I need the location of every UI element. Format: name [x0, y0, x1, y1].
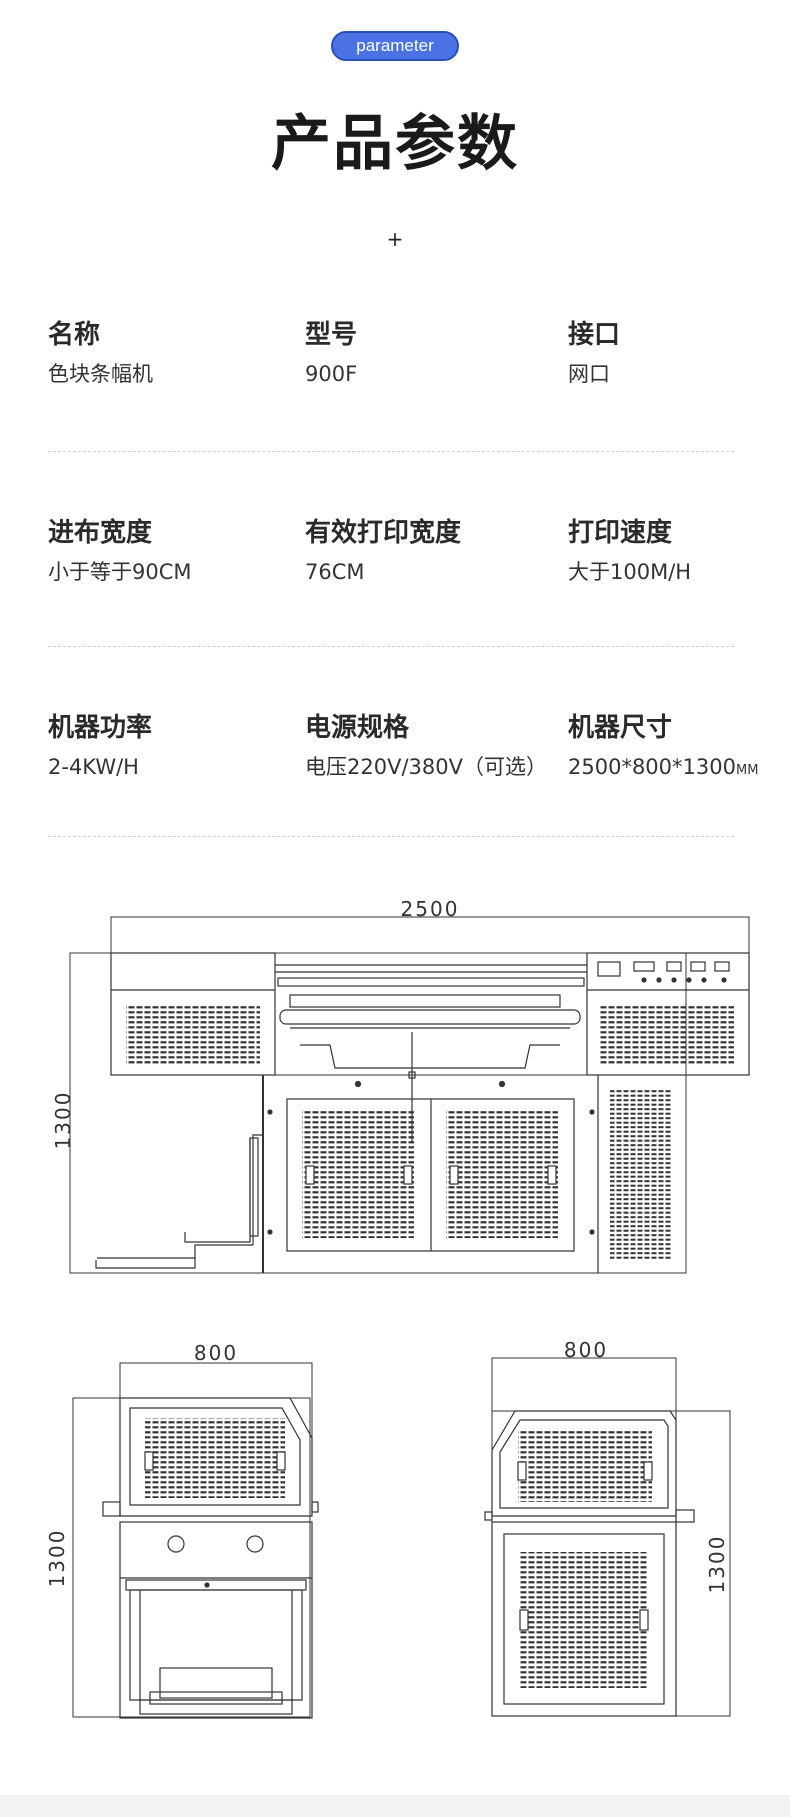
spec-size-value: 2500*800*1300 — [568, 755, 736, 779]
divider — [48, 646, 734, 647]
spec-label: 机器功率 — [48, 713, 153, 743]
spec-print-speed: 打印速度 大于100M/H — [568, 516, 691, 586]
spec-interface: 接口 网口 — [568, 318, 620, 388]
right-side-width-dim: 800 — [564, 1338, 608, 1362]
front-height-dim: 1300 — [51, 1091, 75, 1150]
page-title: 产品参数 — [271, 109, 519, 179]
spec-label: 电源规格 — [305, 713, 410, 743]
spec-feed-width: 进布宽度 小于等于90CM — [48, 516, 192, 586]
parameter-badge: parameter — [331, 31, 459, 61]
left-side-width-dim: 800 — [194, 1341, 238, 1365]
spec-label: 有效打印宽度 — [305, 518, 462, 548]
side-view-right-drawing — [484, 1357, 731, 1717]
spec-value: 2-4KW/H — [48, 755, 139, 779]
spec-power: 机器功率 2-4KW/H — [48, 711, 152, 781]
spec-label: 机器尺寸 — [568, 713, 673, 743]
side-view-left-drawing — [72, 1362, 319, 1719]
spec-model: 型号 900F — [305, 318, 357, 388]
spec-label: 接口 — [568, 320, 621, 350]
spec-machine-size: 机器尺寸 2500*800*1300MM — [568, 711, 758, 785]
right-side-height-dim: 1300 — [705, 1535, 729, 1594]
spec-label: 进布宽度 — [48, 518, 153, 548]
front-view-drawing — [69, 916, 750, 1274]
plus-icon: + — [386, 227, 404, 251]
spec-power-supply: 电源规格 电压220V/380V（可选） — [305, 711, 547, 781]
spec-value: 小于等于90CM — [48, 560, 192, 584]
spec-label: 打印速度 — [568, 518, 673, 548]
spec-size-unit: MM — [735, 763, 759, 778]
left-side-height-dim: 1300 — [45, 1529, 69, 1588]
spec-value: 2500*800*1300MM — [568, 753, 758, 785]
spec-value: 电压220V/380V（可选） — [305, 755, 547, 779]
divider — [48, 836, 734, 837]
divider — [48, 451, 734, 452]
spec-print-width: 有效打印宽度 76CM — [305, 516, 461, 586]
front-width-dim: 2500 — [401, 897, 460, 921]
footer-band — [0, 1795, 790, 1817]
spec-label: 名称 — [48, 320, 101, 350]
spec-name: 名称 色块条幅机 — [48, 318, 153, 388]
spec-value: 大于100M/H — [568, 560, 692, 584]
spec-value: 900F — [305, 362, 358, 386]
spec-label: 型号 — [305, 320, 358, 350]
spec-value: 网口 — [568, 362, 610, 386]
spec-value: 色块条幅机 — [48, 362, 153, 386]
spec-value: 76CM — [305, 560, 365, 584]
